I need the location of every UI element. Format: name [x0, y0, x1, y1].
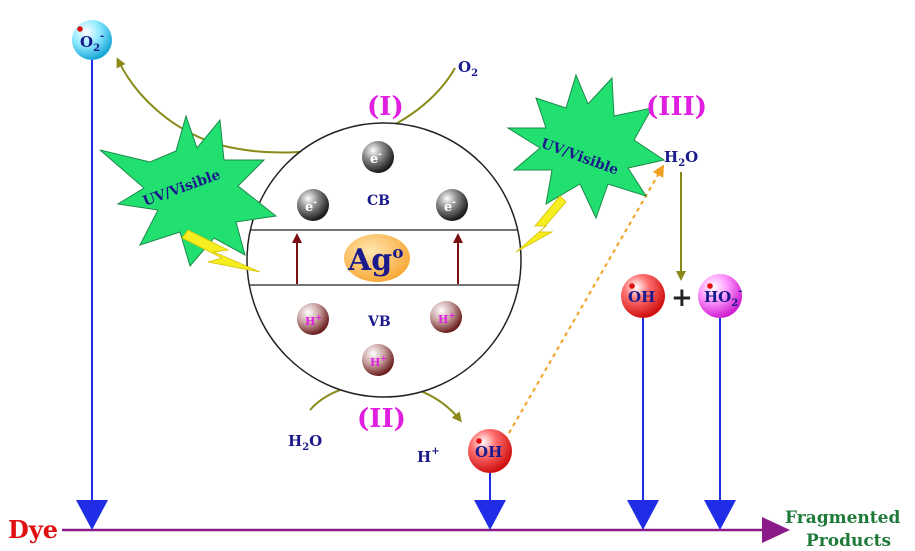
electron-ball-right [436, 189, 468, 221]
h2o-right-label: H2O [664, 148, 698, 169]
uv-star-left [99, 114, 278, 268]
light-bolt-right [515, 195, 567, 253]
vb-label: VB [367, 314, 391, 330]
hole-ball-bottom [362, 344, 394, 376]
electron-ball-left [297, 189, 329, 221]
oh-label-right: OH [628, 288, 655, 306]
axis-arrowhead [762, 517, 790, 543]
step-label-3: (III) [646, 92, 707, 122]
dye-axis [62, 517, 790, 543]
arrow-oh-to-dye [474, 500, 506, 530]
electron-ball-top [362, 141, 394, 173]
hole-ball-right [430, 301, 462, 333]
superoxide-label: O2- [80, 31, 104, 54]
o2-label: O2 [458, 58, 478, 79]
hole-ball-left [297, 303, 329, 335]
electron-label-left: e- [305, 198, 317, 215]
hole-label-bottom: H+ [370, 353, 387, 369]
plus-sign: + [671, 283, 693, 313]
arrow-oh-right-to-dye [627, 500, 659, 530]
light-bolt-left [181, 229, 261, 273]
ag-core [344, 234, 410, 282]
radical-dot-ho2 [707, 283, 713, 289]
hole-label-right: H+ [438, 310, 455, 326]
electron-label-right: e- [444, 198, 456, 215]
dye-label: Dye [8, 515, 58, 544]
h2o-left-label: H2O [288, 432, 322, 453]
arrow-ho2-to-dye [704, 500, 736, 530]
electron-label-top: e- [370, 150, 382, 167]
ho2-label: HO2- [704, 286, 742, 309]
step-label-2: (II) [357, 404, 406, 434]
step-label-1: (I) [367, 92, 404, 122]
o2-reduction-arrow [116, 57, 456, 154]
uv-star-right [506, 73, 666, 220]
radical-dot-oh-right [629, 283, 635, 289]
fragmented-label: Fragmented [785, 508, 900, 528]
radical-dot-superoxide [77, 26, 83, 32]
hplus-label: H+ [417, 446, 440, 466]
radical-dot-oh-bottom [476, 438, 482, 444]
hole-label-left: H+ [305, 312, 322, 328]
oh-label-bottom: OH [475, 443, 502, 461]
blue-arrows [76, 58, 736, 530]
products-label: Products [806, 531, 891, 551]
center-label: Ago [347, 243, 404, 278]
arrow-superoxide-to-dye [76, 500, 108, 530]
cb-label: CB [367, 193, 390, 209]
